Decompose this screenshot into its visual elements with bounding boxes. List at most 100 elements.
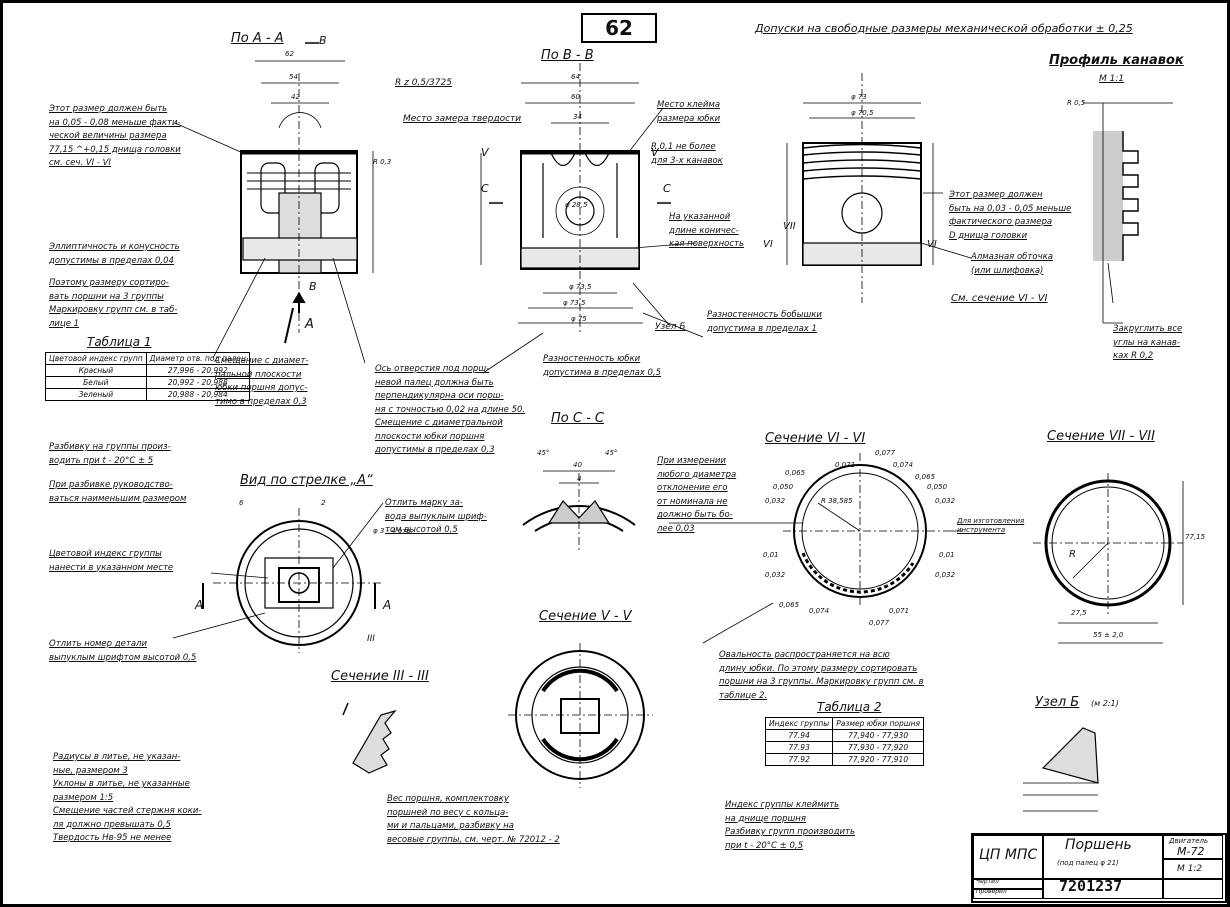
dim-holes: φ 3 - 4 отв.: [373, 527, 413, 535]
label-a-left: А: [195, 598, 204, 612]
section-vi-drawing: [783, 453, 943, 608]
label-iii: III: [367, 634, 375, 644]
note-casting: Радиусы в литье, не указан-ные, размером…: [53, 752, 202, 843]
dim-d73: φ 73: [851, 93, 867, 101]
table1-title: Таблица 1: [87, 335, 152, 349]
dev-0065-left: 0,065: [785, 469, 806, 477]
dev-005-right: 0,050: [927, 483, 948, 491]
label-b-top: В: [319, 34, 327, 47]
dim-r03: R 0,3: [373, 158, 392, 166]
node-b-drawing: [1023, 727, 1099, 812]
dim-55: 55 ± 2,0: [1093, 631, 1124, 639]
dim-6: 6: [239, 499, 244, 507]
label-vi-right: VI: [927, 239, 937, 250]
section-iii-drawing: [342, 702, 397, 774]
label-vi-left: VI: [763, 239, 773, 250]
title-block-checked-by: Проверил: [976, 888, 1007, 895]
note-factory-mark: Отлить марку за-вода выпуклым шриф-том в…: [385, 498, 487, 535]
title-section-v: Сечение V - V: [539, 609, 632, 624]
label-c-right: С: [663, 182, 671, 195]
dim-d7354: φ 73,5: [563, 299, 586, 307]
dim-d75: φ 75: [571, 315, 587, 323]
section-bb-drawing: [480, 63, 671, 333]
dev-0065-bottom: 0,065: [779, 601, 800, 609]
dev-005-left: 0,050: [773, 483, 794, 491]
label-a-right: А: [383, 598, 392, 612]
title-view-a: Вид по стрелке „А“: [240, 473, 373, 488]
dev-0065-right: 0,065: [915, 473, 936, 481]
dev-0071-bottom: 0,071: [889, 607, 910, 615]
tolerance-header: Допуски на свободные размеры механическо…: [755, 22, 1133, 35]
dim-angle-45-left: 45°: [537, 449, 550, 457]
label-vii: VII: [783, 221, 796, 232]
label-b-bottom: В: [309, 280, 317, 293]
title-node-b: Узел Б: [1035, 695, 1080, 710]
node-b-callout: Узел Б: [655, 322, 686, 332]
title-section-vii: Сечение VII - VII: [1047, 429, 1155, 444]
technical-drawing: [172, 42, 1184, 812]
dev-0032-right: 0,032: [935, 497, 956, 505]
title-section-cc: По С - С: [551, 411, 604, 426]
dev-0074-bottom: 0,074: [809, 607, 830, 615]
title-section-aa: По А - А: [231, 31, 284, 46]
leader-lines: [172, 107, 1114, 644]
dev-001-right: 0,01: [939, 551, 955, 559]
dev-0071-top: 0,071: [835, 461, 856, 469]
note-grouping-temp: Разбивку на группы произ-водить при t - …: [49, 442, 171, 466]
dim-d705: φ 70,5: [851, 109, 874, 117]
note-pin-axis: Ось отверстия под порш-невой палец должн…: [375, 364, 526, 455]
title-section-vi: Сечение VI - VI: [765, 431, 866, 446]
dim-2: 2: [321, 499, 326, 507]
dim-54: 54: [289, 73, 298, 81]
dim-34: 34: [573, 113, 582, 121]
title-block-drawn-by: Чертил: [976, 878, 999, 885]
title-block-scale: М 1:2: [1177, 864, 1203, 874]
dim-r38585: R 38,585: [821, 497, 853, 505]
dev-0077-bottom: 0,077: [869, 619, 890, 627]
title-block-engine-label: Двигатель: [1169, 837, 1209, 845]
note-sorting: Поэтому размеру сортиро-вать поршни на 3…: [49, 278, 178, 329]
dev-0032-left: 0,032: [765, 497, 786, 505]
table2-header: Индекс группы: [764, 717, 834, 730]
dim-40: 40: [573, 461, 582, 469]
dim-62: 62: [285, 50, 294, 58]
title-block: ЦП МПС Поршень (под палец φ 21) Двигател…: [971, 833, 1227, 903]
dev-0032-lower-right: 0,032: [935, 571, 956, 579]
title-section-iii: Сечение III - III: [331, 669, 429, 684]
label-c-left: С: [481, 182, 489, 195]
title-block-subname: (под палец φ 21): [1057, 859, 1119, 867]
groove-profile-drawing: [1083, 102, 1173, 324]
dim-42: 42: [291, 93, 300, 101]
label-v-right: V: [651, 146, 659, 159]
dev-0077-top: 0,077: [875, 449, 896, 457]
title-block-org: ЦП МПС: [979, 847, 1038, 863]
dev-0032-lower-left: 0,032: [765, 571, 786, 579]
sheet-number: 62: [581, 13, 657, 43]
section-aa-drawing: [240, 42, 374, 344]
dim-275: 27,5: [1071, 609, 1087, 617]
dim-d735: φ 73,5: [569, 283, 592, 291]
node-b-scale: (м 2:1): [1091, 699, 1119, 708]
surface-roughness: R z 0,5/3725: [395, 78, 452, 88]
